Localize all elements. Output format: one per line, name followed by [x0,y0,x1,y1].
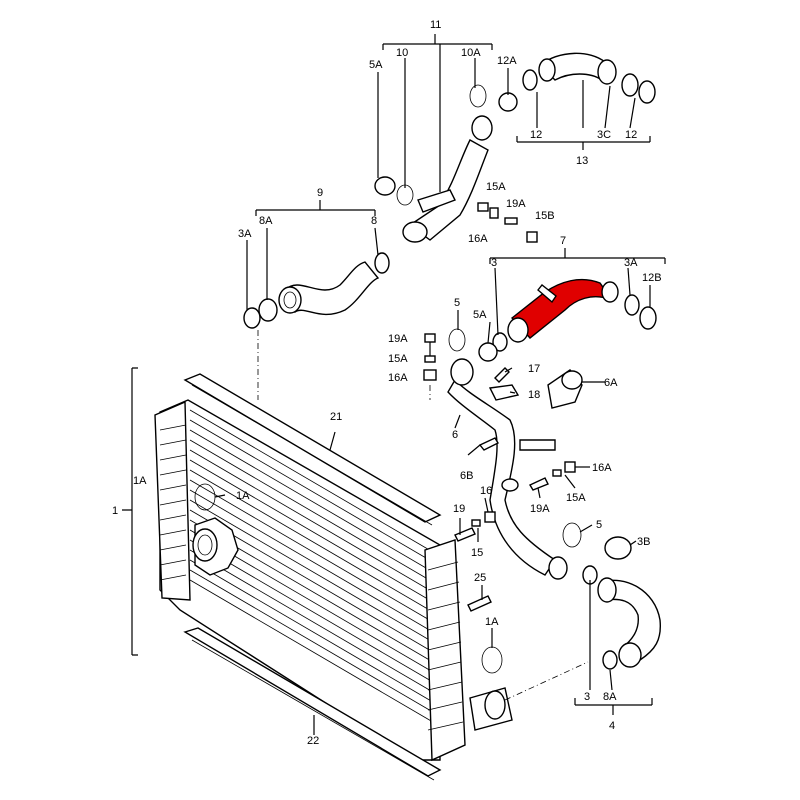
label-19A-bot: 19A [530,503,550,515]
oring-3-top [492,332,508,352]
hose-9 [278,261,380,316]
label-16A-left: 16A [388,372,408,384]
label-5A-mid: 5A [473,309,487,321]
oring-13-right-1 [621,73,639,97]
washer-1A-bot [481,646,503,674]
oring-7-2 [639,306,657,330]
bolt-stack-right [529,461,576,491]
label-6: 6 [452,429,458,441]
label-10A: 10A [461,47,481,59]
bolt-stack-bottom [454,511,496,542]
label-1A-left: 1A [133,475,147,487]
oring-left-1 [258,298,278,322]
washer-10A [469,84,487,108]
bolt-17 [494,367,510,383]
pipe-6 [447,358,568,580]
bracket-lines [122,34,666,735]
bolt-6B [478,437,499,451]
label-16A-top: 16A [468,233,488,245]
label-8-top: 8 [371,215,377,227]
label-6B: 6B [460,470,473,482]
label-13: 13 [576,155,588,167]
clamp-5A-mid [478,342,498,362]
bolt-25 [467,595,492,612]
label-3C: 3C [597,129,611,141]
label-16: 16 [480,485,492,497]
bracket-18 [488,384,520,401]
label-15A-top: 15A [486,181,506,193]
label-8A-bot: 8A [603,691,617,703]
oring-9-right [374,252,390,274]
label-12B: 12B [642,272,662,284]
clamp-5A-top [374,176,396,196]
intercooler [154,399,513,762]
lower-rail [183,627,442,781]
label-3B: 3B [637,536,650,548]
label-3-top: 3 [491,257,497,269]
clamp-12A [498,92,518,112]
oring-13-left [522,69,538,91]
label-6A: 6A [604,377,618,389]
oring-left-2 [243,307,261,329]
bolt-stack-left [423,333,437,381]
label-18: 18 [528,389,540,401]
valve-6A [547,369,583,409]
label-19A-left: 19A [388,333,408,345]
label-5-mid: 5 [454,297,460,309]
pipe-11 [402,115,493,243]
oring-7-1 [624,294,640,316]
washer-5-mid [448,328,466,352]
label-15B: 15B [535,210,555,222]
label-19A-top: 19A [506,198,526,210]
label-12A: 12A [497,55,517,67]
label-15A-right: 15A [566,492,586,504]
label-12-b: 12 [625,129,637,141]
label-10: 10 [396,47,408,59]
oring-13-right-2 [638,80,656,104]
washer-5-bot [562,522,582,548]
oring-4 [602,650,618,670]
label-1A-bot: 1A [485,616,499,628]
upper-rail [183,373,442,526]
label-1A-mid: 1A [236,490,250,502]
label-3A-left: 3A [238,228,252,240]
part-labels: 11 10 10A 12A 5A 12 12 3C 13 9 8A 8 3A 1… [112,19,662,747]
alignment-lines [257,330,589,701]
label-17: 17 [528,363,540,375]
label-3-bot: 3 [584,691,590,703]
label-3A-right: 3A [624,257,638,269]
label-5-bot: 5 [596,519,602,531]
hose-7-highlighted [507,278,619,343]
clamp-3B [604,536,632,560]
label-15: 15 [471,547,483,559]
hose-13 [538,52,617,85]
label-1: 1 [112,505,118,517]
label-16A-right: 16A [592,462,612,474]
label-4: 4 [609,720,615,732]
label-15A-left: 15A [388,353,408,365]
hose-4 [597,577,662,668]
label-5A-top: 5A [369,59,383,71]
label-21: 21 [330,411,342,423]
label-7: 7 [560,235,566,247]
bolts-top-middle [477,202,538,243]
label-25: 25 [474,572,486,584]
label-11: 11 [430,19,441,31]
label-8A-top: 8A [259,215,273,227]
label-22: 22 [307,735,319,747]
label-12-a: 12 [530,129,542,141]
label-19: 19 [453,503,465,515]
label-9: 9 [317,187,323,199]
